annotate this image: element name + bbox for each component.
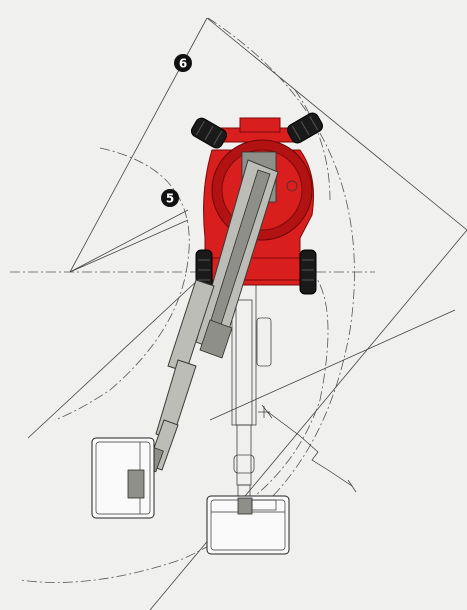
ghost-platform-control-box — [237, 497, 253, 515]
callout-6-circle — [174, 54, 192, 72]
envelope-lower-right — [149, 229, 467, 610]
callout-5-circle — [161, 189, 179, 207]
dimension-tick-b — [347, 479, 357, 493]
callout-6-number: 6 — [179, 57, 187, 71]
platform-inner-rail — [95, 441, 151, 515]
dimension-tick-a — [261, 404, 273, 419]
ghost-platform-console — [251, 499, 277, 511]
angle-5-line — [69, 219, 189, 273]
pivot-pin — [286, 180, 298, 192]
ghost-boom-section-2 — [235, 299, 253, 426]
ghost-platform — [206, 495, 290, 555]
envelope-upper-right — [206, 17, 467, 231]
ghost-boom-cylinder — [256, 317, 272, 367]
rear-left-tire — [190, 117, 228, 149]
tail-swing-arc — [249, 269, 329, 501]
callout-5-number: 5 — [166, 192, 174, 206]
dimension-line — [267, 411, 353, 487]
work-platform-basket-icon — [91, 437, 155, 519]
rear-right-tire — [286, 112, 324, 144]
envelope-right-chord — [209, 309, 456, 421]
outer-swing-arc — [19, 17, 355, 583]
angle-5-line-2 — [69, 209, 189, 273]
ghost-rotator — [237, 484, 251, 498]
platform-control-console — [127, 469, 145, 499]
ghost-boom — [231, 284, 272, 498]
rear-counterweight-bracket — [239, 117, 281, 133]
ghost-jib-joint — [233, 454, 255, 474]
lift-cylinder — [199, 319, 233, 359]
callout-5: 5 — [161, 189, 179, 207]
upper-tail-arc — [294, 89, 331, 201]
callout-6: 6 — [174, 54, 192, 72]
platform-basket — [91, 437, 155, 519]
inner-swing-arc — [54, 147, 190, 421]
ghost-platform-basket — [206, 495, 290, 555]
front-right-tire — [299, 249, 317, 295]
envelope-lower-left — [27, 277, 201, 439]
